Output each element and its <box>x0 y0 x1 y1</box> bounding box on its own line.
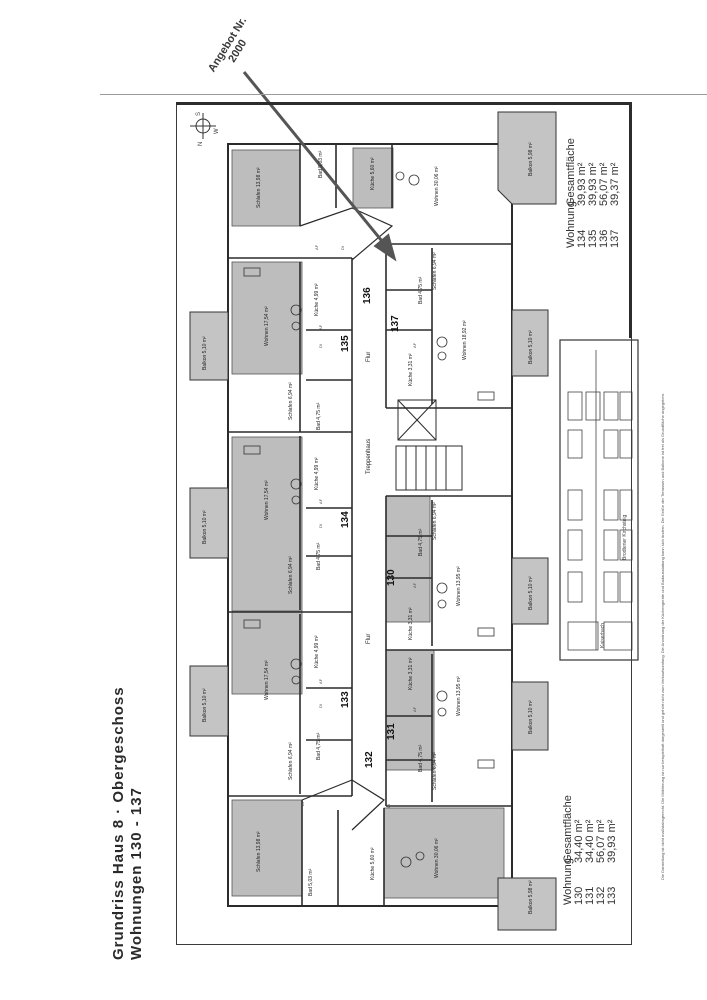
af-marker: AF <box>300 800 305 806</box>
di-marker: DI <box>318 344 323 348</box>
site-plan-buildings <box>567 350 633 651</box>
room-label: Küche 3,31 m² <box>408 607 414 640</box>
room-label: Balkon 5,10 m² <box>528 700 534 734</box>
room-label: Balkon 5,10 m² <box>202 336 208 370</box>
room-label: Schlafen 6,94 m² <box>432 252 438 290</box>
cell-flat: 133 <box>606 886 618 905</box>
street-label-1: Brodtener Kirchsteig <box>622 514 628 560</box>
corridor-shapes <box>299 207 394 831</box>
room-label: Bad 5,03 m² <box>318 150 324 178</box>
offer-arrow <box>242 71 397 262</box>
af-marker: AF <box>318 324 323 330</box>
room-label: Küche 3,31 m² <box>408 353 414 386</box>
room-label: Schlafen 13,98 m² <box>256 167 262 208</box>
room-label: Wohnen 30,06 m² <box>434 838 440 878</box>
af-marker: AF <box>318 678 323 684</box>
flat-number-134: 134 <box>340 511 351 528</box>
room-label: Küche 4,99 m² <box>314 635 320 668</box>
room-label: Bad 4,75 m² <box>316 732 322 760</box>
di-marker: DI <box>318 704 323 708</box>
flat-number-135: 135 <box>340 335 351 352</box>
room-label: Küche 5,60 m² <box>370 157 376 190</box>
room-label: Schlafen 6,94 m² <box>288 742 294 780</box>
room-label: Küche 4,99 m² <box>314 283 320 316</box>
plan-title: Grundriss Haus 8 · Obergeschoss <box>110 686 127 960</box>
area-table-bottom: Wohnung Gesamtfläche 130 34,40 m² 131 34… <box>562 793 618 905</box>
area-table-top: Wohnung Gesamtfläche 134 39,93 m² 135 39… <box>565 136 621 248</box>
cell-flat: 137 <box>609 229 621 248</box>
room-label: Schlafen 13,98 m² <box>256 831 262 872</box>
room-label: Wohnen 18,92 m² <box>462 320 468 360</box>
corridor-label: Flur <box>366 351 372 362</box>
balconies <box>189 111 557 931</box>
room-label: Bad 4,75 m² <box>418 276 424 304</box>
stairwell-label: Treppenhaus <box>366 438 372 474</box>
compass-w: W <box>214 128 220 134</box>
compass-n: N <box>198 141 204 146</box>
room-label: Wohnen 17,54 m² <box>264 660 270 700</box>
room-label: Schlafen 6,94 m² <box>288 556 294 594</box>
room-label: Schlafen 6,94 m² <box>432 752 438 790</box>
af-marker: AF <box>412 342 417 348</box>
room-label: Balkon 5,98 m² <box>528 880 534 914</box>
disclaimer-text: Die Darstellung ist nicht maßstabsgerech… <box>660 392 665 880</box>
table-row: 137 39,37 m² <box>609 136 621 248</box>
stairwell <box>395 399 463 491</box>
flat-number-132: 132 <box>364 751 375 768</box>
flat-number-136: 136 <box>362 287 373 304</box>
room-label: Balkon 5,98 m² <box>528 142 534 176</box>
room-label: Wohnen 17,54 m² <box>264 480 270 520</box>
af-marker: AF <box>412 706 417 712</box>
af-marker: AF <box>314 244 319 250</box>
room-label: Schlafen 6,94 m² <box>288 382 294 420</box>
cell-area: 39,37 m² <box>609 162 621 206</box>
di-marker: DI <box>318 524 323 528</box>
flat-number-137: 137 <box>390 315 401 332</box>
room-label: Balkon 5,10 m² <box>528 330 534 364</box>
room-label: Balkon 5,10 m² <box>202 688 208 722</box>
room-label: Bad 5,03 m² <box>308 868 314 896</box>
room-label: Bad 4,75 m² <box>316 402 322 430</box>
room-label: Küche 5,60 m² <box>370 847 376 880</box>
table-row: 133 39,93 m² <box>606 793 618 905</box>
room-label: Wohnen 13,95 m² <box>456 566 462 606</box>
top-rule <box>100 94 707 95</box>
room-label: Wohnen 30,06 m² <box>434 166 440 206</box>
af-marker: AF <box>318 498 323 504</box>
site-plan-box <box>559 339 639 661</box>
furniture <box>243 171 495 868</box>
compass-rose <box>190 113 216 139</box>
flat-number-131: 131 <box>386 723 397 740</box>
frame-right-edge <box>629 102 632 338</box>
di-marker: DI <box>340 246 345 250</box>
interior-walls <box>228 144 512 906</box>
room-label: Küche 3,31 m² <box>408 657 414 690</box>
room-label: Bad 4,75 m² <box>316 542 322 570</box>
cell-area: 39,93 m² <box>606 819 618 863</box>
room-label: Balkon 5,10 m² <box>528 576 534 610</box>
frame-top-edge <box>176 102 632 105</box>
corridor-label: Flur <box>366 633 372 644</box>
compass-s: S <box>196 111 202 116</box>
di-marker: DI <box>386 804 391 808</box>
room-label: Wohnen 17,54 m² <box>264 306 270 346</box>
room-label: Schlafen 6,94 m² <box>432 502 438 540</box>
flat-number-130: 130 <box>386 569 397 586</box>
room-label: Bad 4,75 m² <box>418 744 424 772</box>
flat-number-133: 133 <box>340 691 351 708</box>
street-label-2: Kaiserbach <box>600 622 606 648</box>
plan-subtitle: Wohnungen 130 - 137 <box>128 787 145 960</box>
room-label: Küche 4,99 m² <box>314 457 320 490</box>
room-label: Balkon 5,10 m² <box>202 510 208 544</box>
room-label: Bad 4,75 m² <box>418 528 424 556</box>
room-label: Wohnen 13,95 m² <box>456 676 462 716</box>
af-marker: AF <box>412 582 417 588</box>
